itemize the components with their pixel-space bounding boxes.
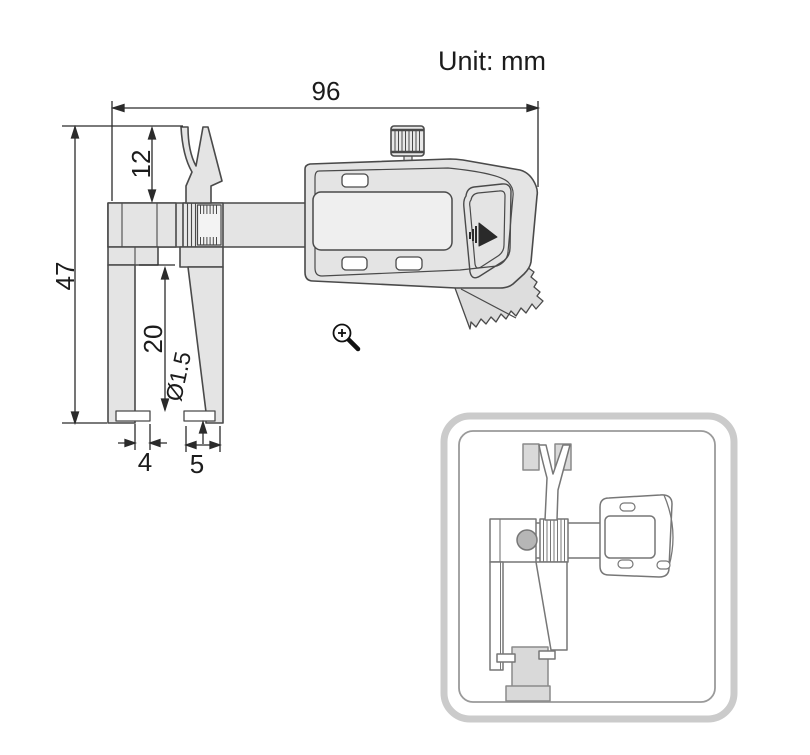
display-unit bbox=[304, 158, 539, 289]
measuring-lip-right bbox=[183, 410, 216, 422]
measuring-lip-left bbox=[115, 410, 151, 422]
dimension-lower-jaw-depth: 20 bbox=[138, 264, 175, 413]
zoom-in-cursor-icon bbox=[332, 323, 361, 352]
thumb-screw bbox=[390, 125, 425, 168]
dimension-annotations: 96 47 12 20 Ø1.5 bbox=[50, 76, 541, 479]
inset-fixed-jaw bbox=[489, 561, 504, 671]
button-slot-bottom-left bbox=[341, 256, 368, 271]
dimension-left-lip-width: 4 bbox=[118, 424, 167, 477]
inset-movable-jaw bbox=[535, 561, 568, 651]
lcd-screen bbox=[312, 191, 453, 251]
logo-badge bbox=[463, 183, 512, 279]
ribbed-clamp bbox=[182, 202, 224, 248]
dim-label-lower-jaw-depth: 20 bbox=[138, 325, 168, 354]
caliper-main-view bbox=[107, 125, 544, 424]
inset-upper-jaw bbox=[538, 444, 571, 521]
dimension-overall-height: 47 bbox=[50, 124, 183, 426]
upper-knife-jaw bbox=[180, 126, 223, 204]
dimension-overall-length: 96 bbox=[110, 76, 541, 201]
dimension-right-lip-width: 5 bbox=[184, 426, 222, 479]
inset-outer-frame bbox=[440, 412, 738, 723]
inset-head-block bbox=[489, 518, 538, 563]
dim-label-left-lip-width: 4 bbox=[138, 447, 152, 477]
fixed-head-block bbox=[107, 202, 177, 266]
dim-label-overall-height: 47 bbox=[50, 262, 80, 291]
dim-label-upper-jaw-height: 12 bbox=[126, 150, 156, 179]
inset-lip-right bbox=[538, 650, 556, 660]
inset-display-unit bbox=[599, 494, 674, 578]
usage-inset-panel bbox=[440, 412, 738, 723]
inset-lip-left bbox=[496, 653, 516, 663]
button-slot-top bbox=[341, 173, 369, 188]
inset-caliper bbox=[489, 444, 602, 671]
fixed-lower-jaw bbox=[107, 264, 136, 424]
unit-label: Unit: mm bbox=[438, 46, 546, 76]
brand-logo-icon bbox=[469, 222, 498, 247]
dim-label-overall-length: 96 bbox=[312, 76, 341, 106]
slider-step bbox=[179, 246, 224, 268]
dimension-upper-jaw-height: 12 bbox=[126, 125, 157, 204]
inset-ribbed-clamp bbox=[539, 518, 569, 563]
movable-lower-jaw bbox=[187, 266, 224, 424]
button-slot-bottom-right bbox=[395, 256, 423, 271]
inset-lcd-screen bbox=[604, 515, 656, 559]
inset-roller-wheel bbox=[516, 529, 538, 551]
inset-inner-frame bbox=[458, 430, 716, 703]
dim-label-right-lip-width: 5 bbox=[190, 449, 204, 479]
